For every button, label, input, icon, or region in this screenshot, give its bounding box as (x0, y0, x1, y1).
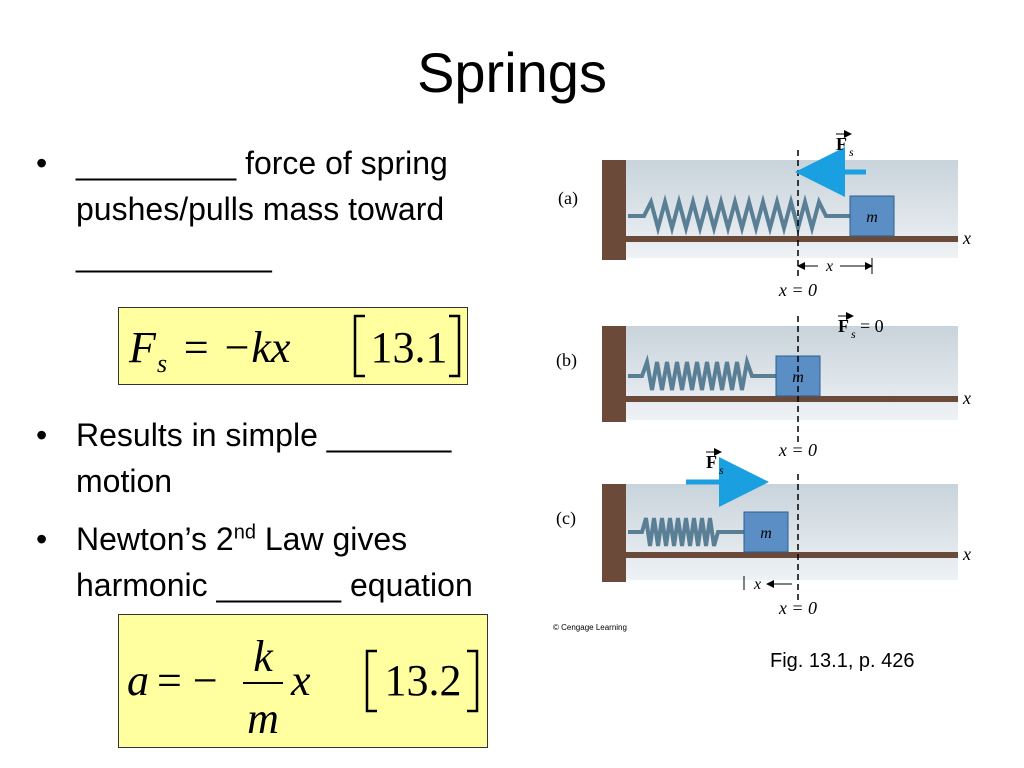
mass-label: m (760, 525, 772, 542)
origin-label: x = 0 (778, 440, 817, 460)
force-label: F (836, 134, 847, 154)
equation-acceleration: a = − k m x 13.2 (118, 614, 488, 748)
mass-block (849, 195, 895, 237)
force-subscript: s (851, 327, 856, 341)
figure-credit: © Cengage Learning (553, 623, 627, 632)
panel-label: (c) (556, 508, 576, 529)
spring-compressed (628, 517, 744, 547)
bullet-text: Newton’s 2 (76, 521, 234, 557)
bracket-right (449, 314, 461, 378)
mass-block (743, 511, 789, 553)
displacement-label: x (825, 258, 833, 275)
origin-label: x = 0 (778, 598, 817, 618)
bullet-marker: • (36, 521, 48, 557)
displacement-label: x (753, 576, 761, 593)
bullet-text: Law gives (255, 521, 408, 557)
bullet-line: motion (76, 463, 173, 499)
bullet-spring-force: • _________ force of spring pushes/pulls… (30, 140, 596, 278)
axis-label: x (962, 228, 971, 248)
force-zero-value: = 0 (860, 316, 884, 336)
axis-label: x (962, 388, 971, 408)
panel-c: (c) m x F s x x = 0 (556, 448, 971, 618)
spring-relaxed (628, 354, 776, 391)
wall (602, 484, 626, 582)
bullet-line: Newton’s 2nd Law gives (76, 516, 596, 562)
force-label: F (706, 452, 717, 472)
bracket-right (467, 649, 479, 713)
panel-label: (a) (558, 188, 578, 209)
eq-denominator: m (247, 694, 279, 743)
bullet-marker: • (36, 417, 48, 453)
spring-stretched (628, 194, 850, 236)
eq-equals-minus: = − (157, 656, 218, 705)
bracket-left (353, 314, 365, 378)
eq-variable: x (290, 656, 311, 705)
panel-a: (a) m x F s x x = 0 (558, 130, 971, 300)
bracket-left (365, 649, 377, 713)
eq-accel-symbol: a (127, 656, 149, 705)
spring-figure: (a) m x F s x x = 0 (b) m x F s = 0 x = … (556, 130, 971, 618)
force-subscript: s (849, 145, 854, 159)
bullet-line: harmonic _______ equation (76, 567, 473, 603)
eq-numerator: k (253, 632, 274, 681)
equation-hooke-svg: F s = −kx 13.1 (128, 314, 461, 378)
eq-rhs: = −kx (181, 323, 291, 372)
eq-label: 13.2 (385, 656, 462, 705)
bullet-line: Results in simple _______ (76, 417, 452, 453)
wall (602, 326, 626, 422)
force-label: F (838, 316, 849, 336)
mass-label: m (866, 209, 878, 226)
eq-label: 13.1 (371, 323, 448, 372)
origin-label: x = 0 (778, 280, 817, 300)
slide-title: Springs (417, 41, 607, 104)
equation-hooke-law: F s = −kx 13.1 (118, 307, 468, 385)
superscript: nd (233, 521, 256, 544)
axis-label: x (962, 544, 971, 564)
floor (602, 552, 958, 558)
eq-force-subscript: s (157, 349, 167, 378)
figure-caption: Fig. 13.1, p. 426 (770, 650, 915, 672)
panel-b: (b) m x F s = 0 x = 0 (556, 312, 971, 460)
floor (602, 396, 958, 402)
eq-force-symbol: F (128, 323, 157, 372)
force-subscript: s (719, 463, 724, 477)
bullet-line: pushes/pulls mass toward (76, 191, 445, 227)
bullet-line: _________ force of spring (76, 145, 448, 181)
wall (602, 160, 626, 260)
floor (602, 236, 958, 242)
bullet-harmonic-motion: • Results in simple _______ motion (30, 412, 596, 504)
panel-label: (b) (556, 350, 577, 371)
bullet-marker: • (36, 145, 48, 181)
equation-accel-svg: a = − k m x 13.2 (127, 632, 479, 743)
bullet-newton-law: • Newton’s 2nd Law gives harmonic ______… (30, 516, 596, 608)
bullet-line: ___________ (76, 237, 272, 273)
